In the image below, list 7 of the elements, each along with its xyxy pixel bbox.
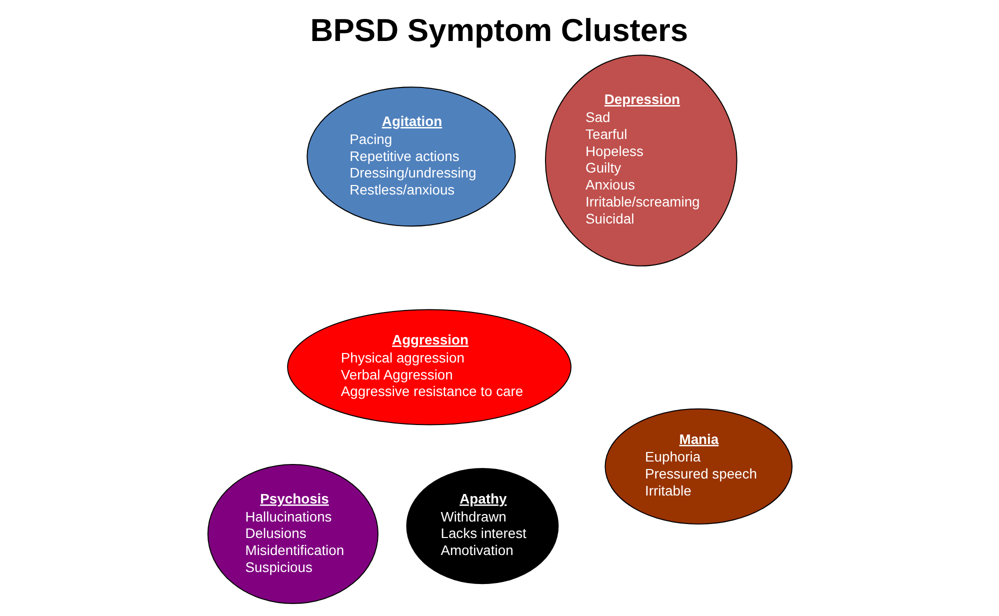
node-circle: Depression Sad Tearful Hopeless Guilty Anxious Irritable/screaming Suicidal: [544, 54, 737, 266]
node-ellipse: Agitation Pacing Repetitive actions Dressing/undressing Restless/anxious: [306, 86, 516, 227]
node-ellipse: Mania Euphoria Pressured speech Irritable: [604, 408, 792, 525]
diagram-title: BPSD Symptom Clusters: [310, 12, 688, 48]
node-ellipse: Apathy Withdrawn Lacks interest Amotivation: [406, 468, 558, 584]
node-ellipse: Aggression Physical aggression Verbal Aggression Aggressive resistance to care: [286, 309, 571, 426]
node-ellipse: Psychosis Hallucinations Delusions Misidentification Suspicious: [206, 464, 378, 604]
